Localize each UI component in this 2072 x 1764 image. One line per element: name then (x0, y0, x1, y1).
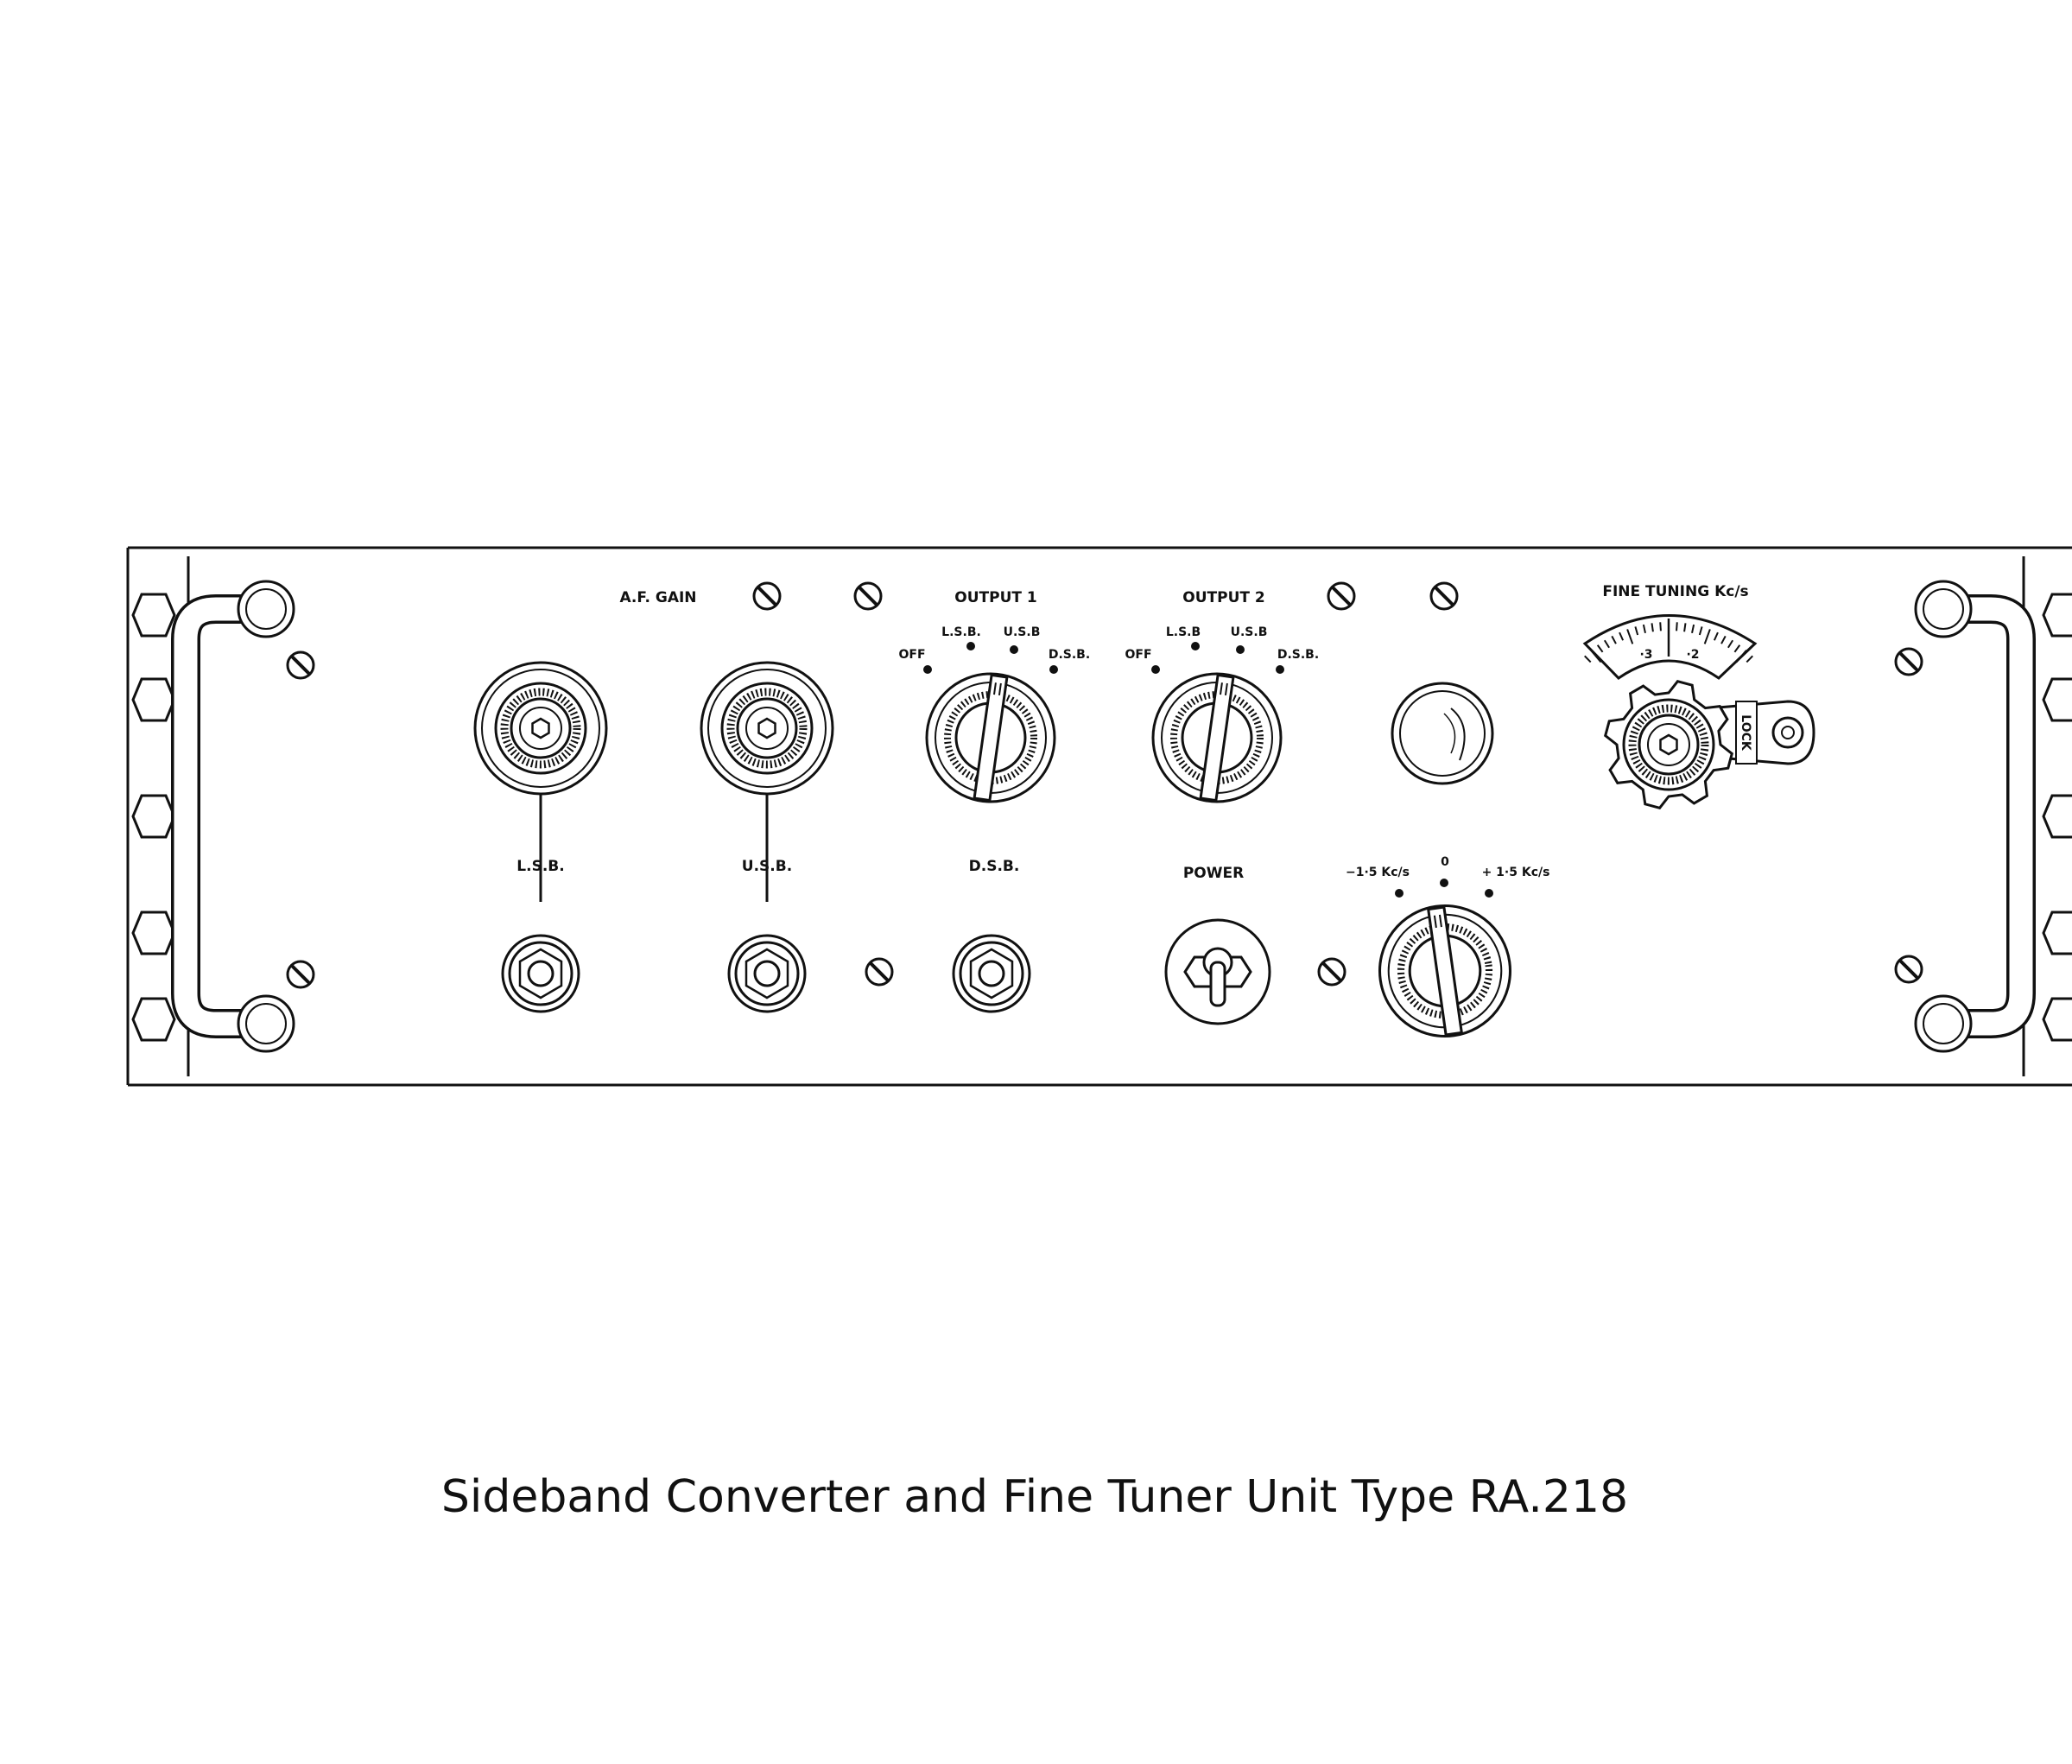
offset-switch-labels: −1·5 Kc/s 0 + 1·5 Kc/s (1346, 855, 1549, 898)
fine-tuning-scale: ·3 ·2 (1582, 614, 1758, 680)
fine-tuning-scale-label-2: ·2 (1686, 648, 1699, 662)
fine-tuning-scale-tick (1698, 626, 1703, 636)
pilot-lamp (1391, 682, 1494, 785)
fine-tuning-scale-tick (1651, 623, 1654, 632)
fine-tuning-scale-tick (1683, 623, 1687, 632)
fine-tuning-scale-tick (1733, 644, 1741, 653)
fine-tuning-scale-tick (1676, 622, 1678, 631)
output1-lsb-label: L.S.B. (941, 625, 981, 639)
output1-position-labels: OFF L.S.B. U.S.B D.S.B. (898, 625, 1090, 674)
right-rack-bolts (2042, 593, 2072, 1042)
fine-tuning-scale-tick (1619, 631, 1625, 641)
power-toggle-switch[interactable] (1164, 918, 1271, 1025)
fine-tuning-scale-tick (1703, 629, 1711, 644)
front-panel (126, 546, 2072, 1087)
fine-tuning-scale-tick (1746, 655, 1753, 663)
fine-tuning-scale-tick (1626, 629, 1634, 644)
fine-tuning-title: FINE TUNING Kc/s (1602, 583, 1748, 600)
usb-jack-label: U.S.B. (742, 858, 792, 875)
fine-tuning-scale-tick (1603, 639, 1610, 649)
fine-tuning-scale-tick (1727, 639, 1734, 649)
fine-tuning-scale-tick (1713, 631, 1719, 641)
right-handle[interactable] (1914, 580, 2036, 1053)
usb-output-jack[interactable] (727, 934, 807, 1013)
output1-dsb-label: D.S.B. (1049, 648, 1090, 662)
fine-tuning-scale-tick (1642, 624, 1646, 634)
output2-lsb-label: L.S.B (1166, 625, 1201, 639)
output1-title: OUTPUT 1 (954, 589, 1036, 606)
lsb-jack-label: L.S.B. (516, 858, 564, 875)
offset-zero-label: 0 (1441, 855, 1449, 869)
fine-tuning-scale-tick (1634, 626, 1639, 636)
output2-title: OUTPUT 2 (1182, 589, 1264, 606)
output2-off-label: OFF (1125, 648, 1151, 662)
fine-tuning-scale-tick (1691, 624, 1695, 634)
fine-tuning-scale-tick (1584, 655, 1592, 663)
offset-selector-switch[interactable] (1372, 898, 1519, 1045)
fine-tuning-knob[interactable] (1603, 679, 1734, 810)
left-handle[interactable] (171, 580, 295, 1053)
fine-tuning-scale-tick (1735, 650, 1747, 663)
output1-usb-label: U.S.B (1004, 625, 1041, 639)
power-label: POWER (1183, 865, 1244, 882)
figure-caption: Sideband Converter and Fine Tuner Unit T… (441, 1471, 1628, 1523)
offset-minus-label: −1·5 Kc/s (1346, 866, 1410, 879)
output2-selector-switch[interactable] (1153, 674, 1281, 802)
fine-tuning-lock-arm[interactable]: LOCK (1707, 700, 1815, 765)
af-gain-label: A.F. GAIN (619, 589, 696, 606)
output1-selector-switch[interactable] (927, 674, 1055, 802)
fine-tuning-scale-tick (1659, 622, 1662, 631)
offset-plus-label: + 1·5 Kc/s (1482, 866, 1550, 879)
dsb-output-jack[interactable] (952, 934, 1031, 1013)
output2-usb-label: U.S.B (1231, 625, 1268, 639)
fine-tuning-lock-label: LOCK (1739, 714, 1752, 752)
fine-tuning-scale-tick (1611, 635, 1617, 644)
left-rack-bolts (131, 593, 176, 1042)
output1-off-label: OFF (898, 648, 925, 662)
fine-tuning-scale-tick (1596, 644, 1604, 653)
output2-dsb-label: D.S.B. (1277, 648, 1319, 662)
fine-tuning-scale-label-3: ·3 (1639, 648, 1652, 662)
dsb-jack-label: D.S.B. (969, 858, 1020, 875)
fine-tuning-scale-tick (1590, 650, 1602, 663)
usb-af-gain-knob[interactable] (701, 663, 833, 794)
lsb-output-jack[interactable] (501, 934, 580, 1013)
fine-tuning-scale-tick (1720, 635, 1727, 644)
lsb-af-gain-knob[interactable] (475, 663, 606, 794)
output2-position-labels: OFF L.S.B U.S.B D.S.B. (1125, 625, 1319, 674)
